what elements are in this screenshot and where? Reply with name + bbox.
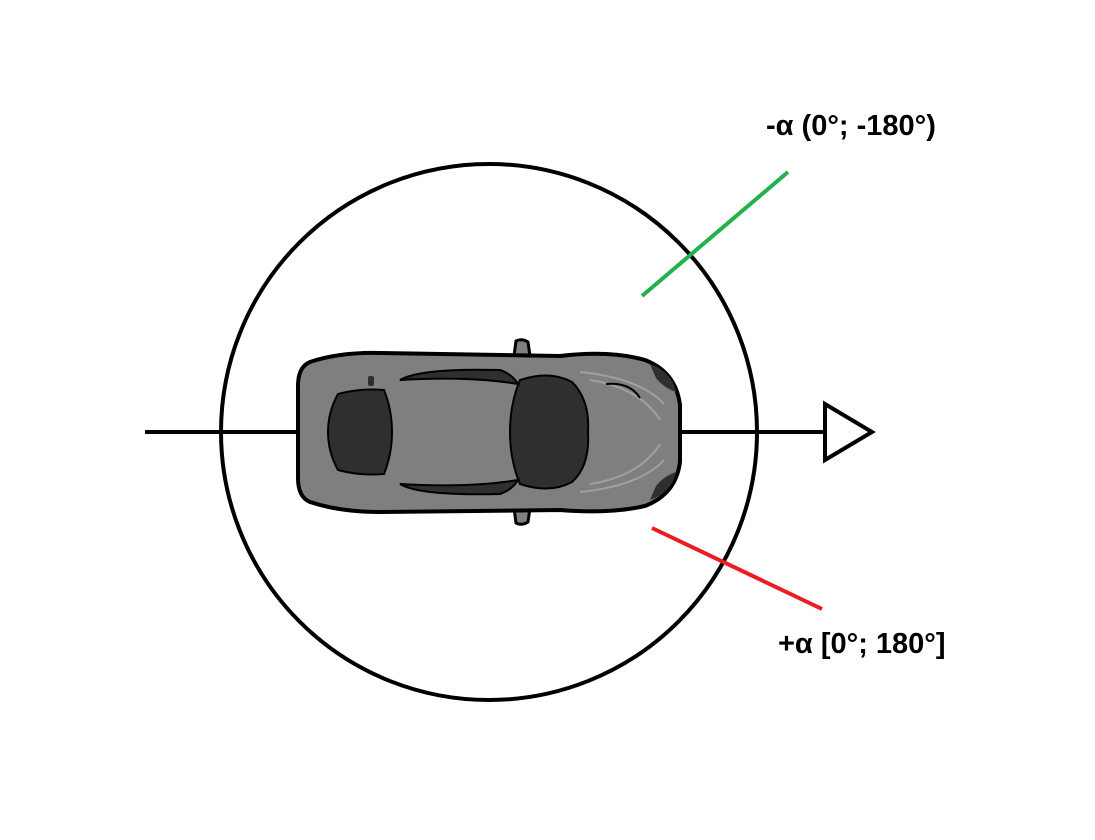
triangle-arrowhead-icon xyxy=(823,400,876,464)
negative-angle-label: -α (0°; -180°) xyxy=(766,110,936,142)
positive-angle-label: +α [0°; 180°] xyxy=(778,628,946,660)
positive-angle-line xyxy=(651,526,823,611)
car-top-view-icon xyxy=(296,338,682,526)
negative-angle-line xyxy=(640,170,790,298)
reference-circle xyxy=(219,162,759,702)
